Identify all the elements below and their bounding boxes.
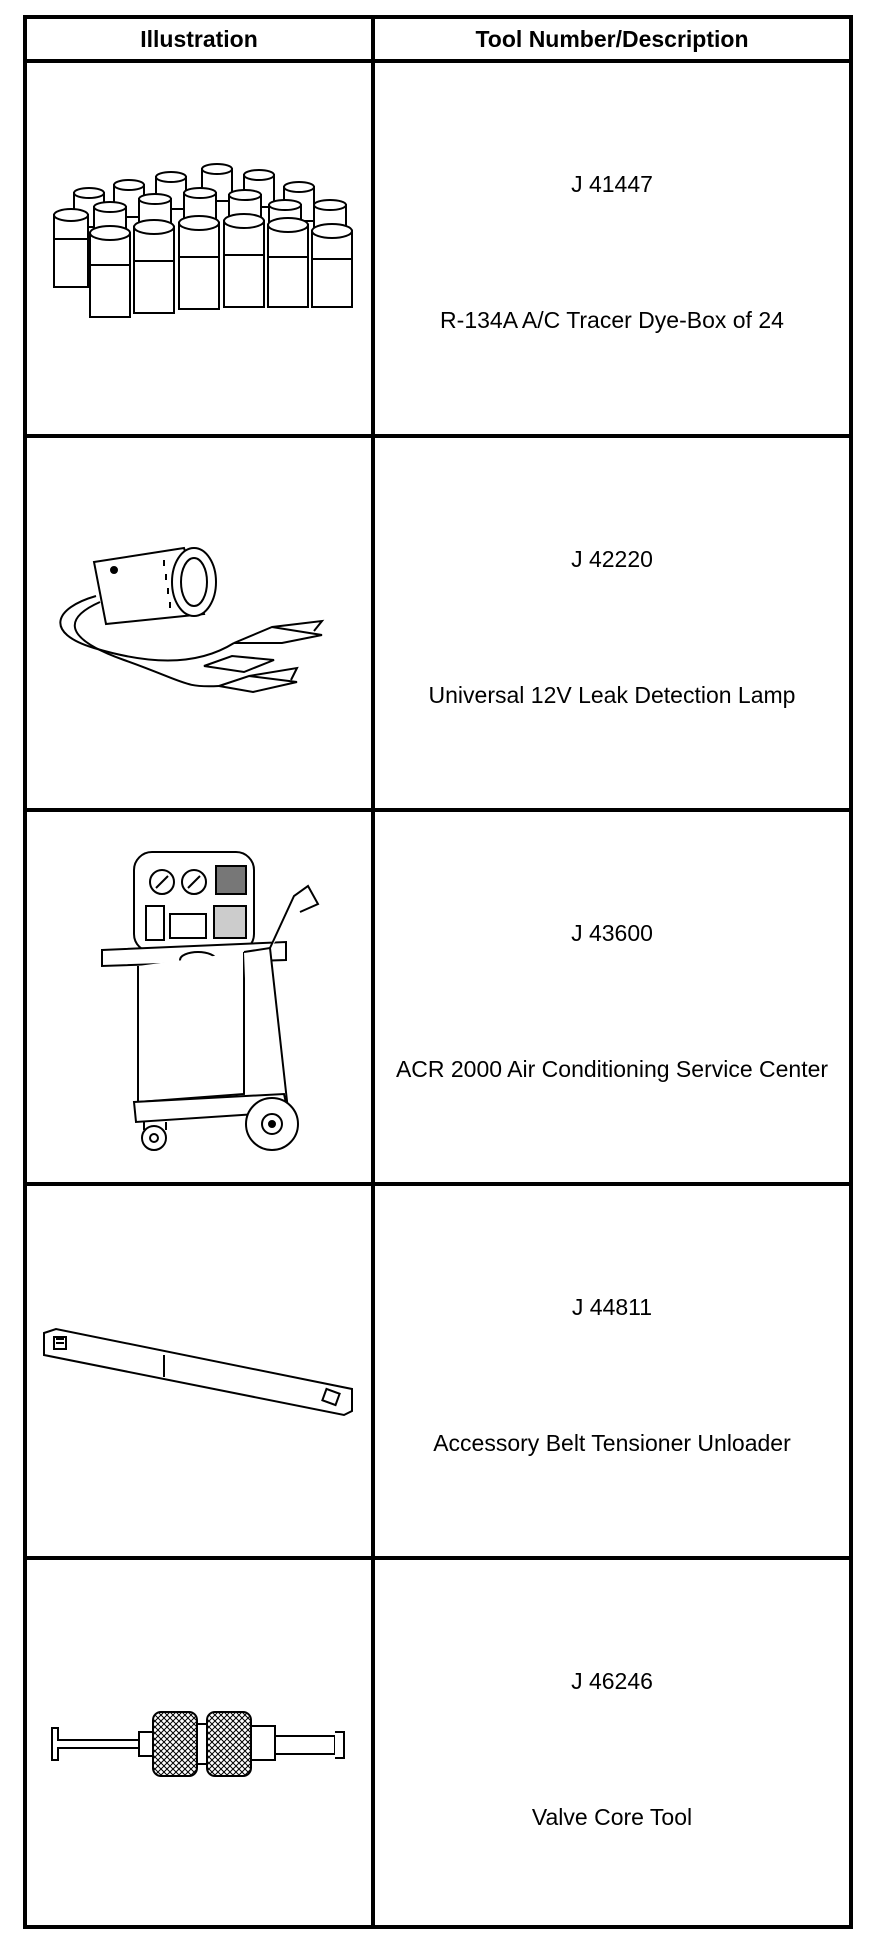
header-illustration: Illustration <box>140 25 258 52</box>
tool-number: J 42220 <box>571 546 653 572</box>
table-row: J 46246 Valve Core Tool <box>27 1560 849 1925</box>
row-divider <box>27 59 849 63</box>
illustration-cell <box>27 812 371 1182</box>
ac-service-center-icon <box>101 851 320 1151</box>
description-cell: J 44811 Accessory Belt Tensioner Unloade… <box>375 1186 849 1556</box>
tool-number: J 41447 <box>571 171 653 197</box>
column-divider <box>371 19 375 1925</box>
illustration-cell <box>27 1560 371 1925</box>
tool-description: ACR 2000 Air Conditioning Service Center <box>395 1056 829 1082</box>
dye-bottles-icon <box>53 162 353 318</box>
belt-tensioner-unloader-icon <box>43 1327 353 1417</box>
illustration-cell <box>27 1186 371 1556</box>
table-row: J 42220 Universal 12V Leak Detection Lam… <box>27 438 849 808</box>
row-divider <box>27 1182 849 1186</box>
tool-description: R-134A A/C Tracer Dye-Box of 24 <box>440 307 784 333</box>
tool-description: Valve Core Tool <box>531 1804 693 1830</box>
tool-number: J 46246 <box>571 1668 653 1694</box>
description-cell: J 41447 R-134A A/C Tracer Dye-Box of 24 <box>375 63 849 434</box>
description-cell: J 46246 Valve Core Tool <box>375 1560 849 1925</box>
tools-table: Illustration Tool Number/Description <box>23 15 853 1929</box>
tool-number: J 43600 <box>571 920 653 946</box>
header-description: Tool Number/Description <box>475 25 749 52</box>
row-divider <box>27 434 849 438</box>
illustration-cell <box>27 438 371 808</box>
leak-detection-lamp-icon <box>59 546 325 694</box>
valve-core-tool-icon <box>51 1710 345 1777</box>
description-cell: J 42220 Universal 12V Leak Detection Lam… <box>375 438 849 808</box>
table-row: J 43600 ACR 2000 Air Conditioning Servic… <box>27 812 849 1182</box>
row-divider <box>27 808 849 812</box>
illustration-cell <box>27 63 371 434</box>
table-row: J 44811 Accessory Belt Tensioner Unloade… <box>27 1186 849 1556</box>
tool-description: Accessory Belt Tensioner Unloader <box>433 1430 791 1456</box>
tool-description: Universal 12V Leak Detection Lamp <box>428 682 796 708</box>
row-divider <box>27 1556 849 1560</box>
tool-number: J 44811 <box>571 1294 653 1320</box>
description-cell: J 43600 ACR 2000 Air Conditioning Servic… <box>375 812 849 1182</box>
table-row: J 41447 R-134A A/C Tracer Dye-Box of 24 <box>27 63 849 434</box>
